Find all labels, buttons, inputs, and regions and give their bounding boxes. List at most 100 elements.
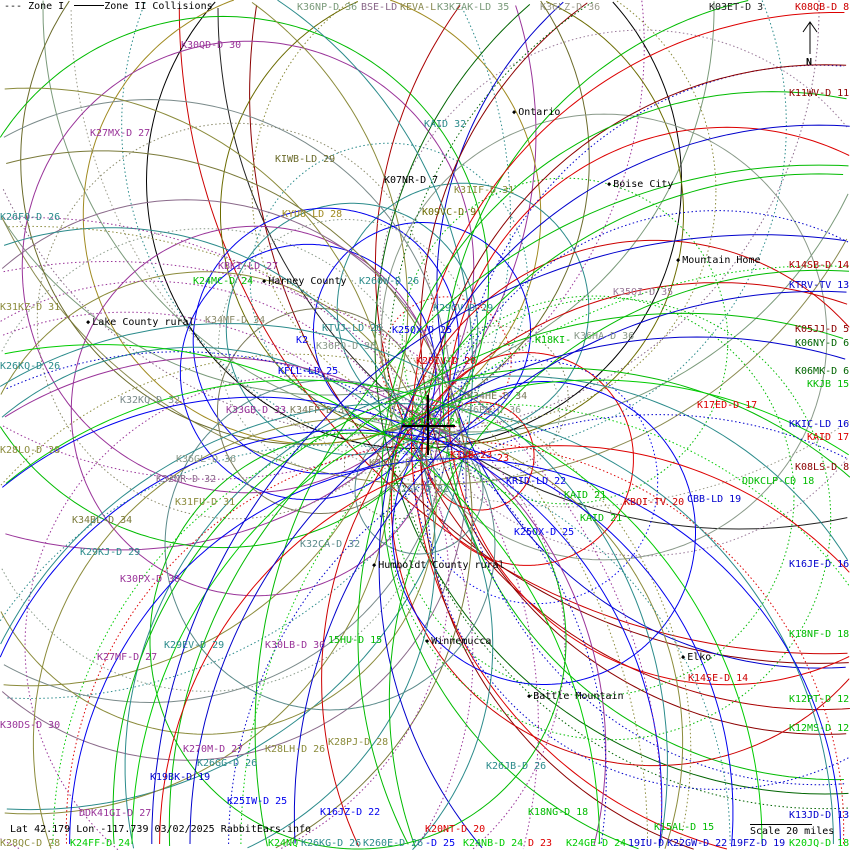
station-label[interactable]: K25IW-D 25 (227, 796, 288, 807)
station-label[interactable]: K26GG-D 26 (197, 758, 258, 769)
station-label[interactable]: 23 (497, 453, 510, 464)
station-label[interactable]: KTVJ-LD 26 (322, 323, 383, 334)
station-label[interactable]: K14SB-D 14 (789, 260, 850, 271)
station-label[interactable]: KAID 21 (580, 513, 623, 524)
station-label[interactable]: K26KG-D 26 (301, 838, 362, 849)
station-label[interactable]: K11WV-D 11 (789, 88, 850, 99)
station-label[interactable]: K29GV-D 29 (433, 303, 494, 314)
station-label[interactable]: K26KQ-D 26 (0, 361, 61, 372)
station-label[interactable]: KEVA-L (400, 2, 437, 13)
station-label[interactable]: DDKCLP-CD 18 (742, 476, 815, 487)
station-label[interactable]: K32GK-D 32 (389, 484, 450, 495)
station-label[interactable]: K08LS-D 8 (795, 462, 850, 473)
station-label[interactable]: K08QB-D 8 (795, 2, 850, 13)
station-label[interactable]: K36GL-D 36 (176, 454, 237, 465)
station-label[interactable]: K19BK-D 19 (150, 772, 211, 783)
station-label[interactable]: K31IF-D 31 (454, 185, 515, 196)
station-label[interactable]: KBOI-TV 20 (624, 497, 685, 508)
station-label[interactable]: K09VC-D 9 (422, 207, 477, 218)
station-label[interactable]: K36PO-D 36 (316, 341, 377, 352)
station-label[interactable]: K17ED-D 17 (697, 400, 758, 411)
station-label[interactable]: K31KZ-D 31 (0, 302, 61, 313)
station-label[interactable]: K36PN-D 36 (461, 405, 522, 416)
station-label[interactable]: K36HA-D 36 (574, 331, 635, 342)
station-label[interactable]: K35OI-D 35 (613, 287, 674, 298)
station-label[interactable]: K29KJ-D 29 (80, 547, 141, 558)
station-label[interactable]: K27MF-D 27 (97, 652, 158, 663)
station-label[interactable]: K24MC-D 24 (193, 276, 254, 287)
station-label[interactable]: D 23 (528, 838, 553, 849)
station-label[interactable]: K26FQ-D 26 (0, 212, 61, 223)
station-label[interactable]: BSE-LD (361, 2, 398, 13)
station-label[interactable]: K34PP-D 34 (369, 458, 430, 469)
station-label[interactable]: KAID 21 (564, 490, 607, 501)
station-label[interactable]: K05JJ-D 5 (795, 324, 850, 335)
station-label[interactable]: K06MK-D 6 (795, 366, 850, 377)
station-label[interactable]: KIWB-LD 29 (275, 154, 336, 165)
station-label[interactable]: K20JQ-D 18 (789, 838, 850, 849)
station-label[interactable]: KAID 17 (807, 432, 850, 443)
station-label[interactable]: K26JB-D 26 (486, 761, 547, 772)
station-label[interactable]: K25QX-D 25 (392, 325, 453, 336)
station-label[interactable]: K12PT-D 12 (789, 694, 850, 705)
station-label[interactable]: KFLL-LD 25 (278, 366, 339, 377)
station-label[interactable]: K31FU-D 31 (175, 497, 236, 508)
station-label[interactable]: K36LZ-D 36 (540, 2, 601, 13)
station-label[interactable]: -D 25 (425, 838, 456, 849)
station-label[interactable]: K30PX-D 30 (120, 574, 181, 585)
station-label[interactable]: KAID 32 (424, 119, 467, 130)
station-label[interactable]: K24FF-D 24 (70, 838, 131, 849)
station-label[interactable]: K34BL-D 34 (72, 515, 133, 526)
station-label[interactable]: K32NR-D 32 (156, 474, 217, 485)
station-label[interactable]: K16JE-D 16 (789, 559, 850, 570)
station-label[interactable]: K18NG-D 18 (528, 807, 589, 818)
station-label[interactable]: KKJB 15 (807, 379, 850, 390)
station-label[interactable]: K03ET-D 3 (709, 2, 764, 13)
station-label[interactable]: K30QD-D 30 (181, 40, 242, 51)
station-label[interactable]: 15HU-D 15 (328, 635, 383, 646)
station-label[interactable]: DDK41GI-D 27 (79, 808, 152, 819)
station-label[interactable]: 19IU-D (628, 838, 665, 849)
station-label[interactable]: K260W-D 26 (359, 276, 420, 287)
station-label[interactable]: K28LO-D 28 (0, 445, 61, 456)
station-label[interactable]: K06NY-D 6 (795, 338, 850, 349)
station-label[interactable]: K15AL-D 15 (654, 822, 715, 833)
station-label[interactable]: KTRV-TV 13 (789, 280, 850, 291)
station-label[interactable]: K34HE-D 34 (467, 391, 528, 402)
station-label[interactable]: 19FZ-D 19 (731, 838, 786, 849)
station-label[interactable]: K24NQ (268, 838, 299, 849)
station-label[interactable]: KBKI-LD 27 (218, 261, 279, 272)
station-label[interactable]: K25OX-D 25 (514, 527, 575, 538)
station-label[interactable]: K20NT-D 20 (425, 824, 486, 835)
station-label[interactable]: K28QC-D 28 (0, 838, 61, 849)
station-label[interactable]: K22GW-D 22 (667, 838, 728, 849)
station-label[interactable]: K3KZAK-LD 35 (437, 2, 510, 13)
station-label[interactable]: K2 (296, 335, 309, 346)
station-label[interactable]: K260E-D 26 (363, 838, 424, 849)
station-label[interactable]: KRID-LD 22 (506, 476, 567, 487)
station-label[interactable]: K07NR-D 7 (384, 175, 439, 186)
station-label[interactable]: K27MX-D 27 (90, 128, 151, 139)
station-label[interactable]: KTVB 23 (450, 450, 493, 461)
station-label[interactable]: KYUU-LD 28 (282, 209, 343, 220)
station-label[interactable]: K18NF-D 18 (789, 629, 850, 640)
station-label[interactable]: K16JZ-D 22 (320, 807, 381, 818)
station-label[interactable]: K33GB-D 33 (226, 405, 287, 416)
station-label[interactable]: K28LH-D 26 (265, 744, 326, 755)
station-label[interactable]: K270M-D 27 (183, 744, 244, 755)
station-label[interactable]: K36NP-D 36 (297, 2, 358, 13)
station-label[interactable]: K24NB-D 24 (463, 838, 524, 849)
station-label[interactable]: KIVI-TV 24 (401, 417, 462, 428)
station-label[interactable]: K34MF-D 34 (205, 315, 266, 326)
station-label[interactable]: K32KQ-D 32 (120, 395, 181, 406)
station-label[interactable]: KKIC-LD 16 (789, 419, 850, 430)
station-label[interactable]: K28PJ-D 28 (328, 737, 389, 748)
station-label[interactable]: K34FP-D 34 (290, 405, 351, 416)
station-label[interactable]: K13JD-D 13 (789, 810, 850, 821)
station-label[interactable]: K12MS-D 12 (789, 723, 850, 734)
station-label[interactable]: K20IV-D 20 (416, 356, 477, 367)
station-label[interactable]: K30LB-D 30 (265, 640, 326, 651)
station-label[interactable]: K29EV-D 29 (164, 640, 225, 651)
station-label[interactable]: K30DS-D 30 (0, 720, 61, 731)
